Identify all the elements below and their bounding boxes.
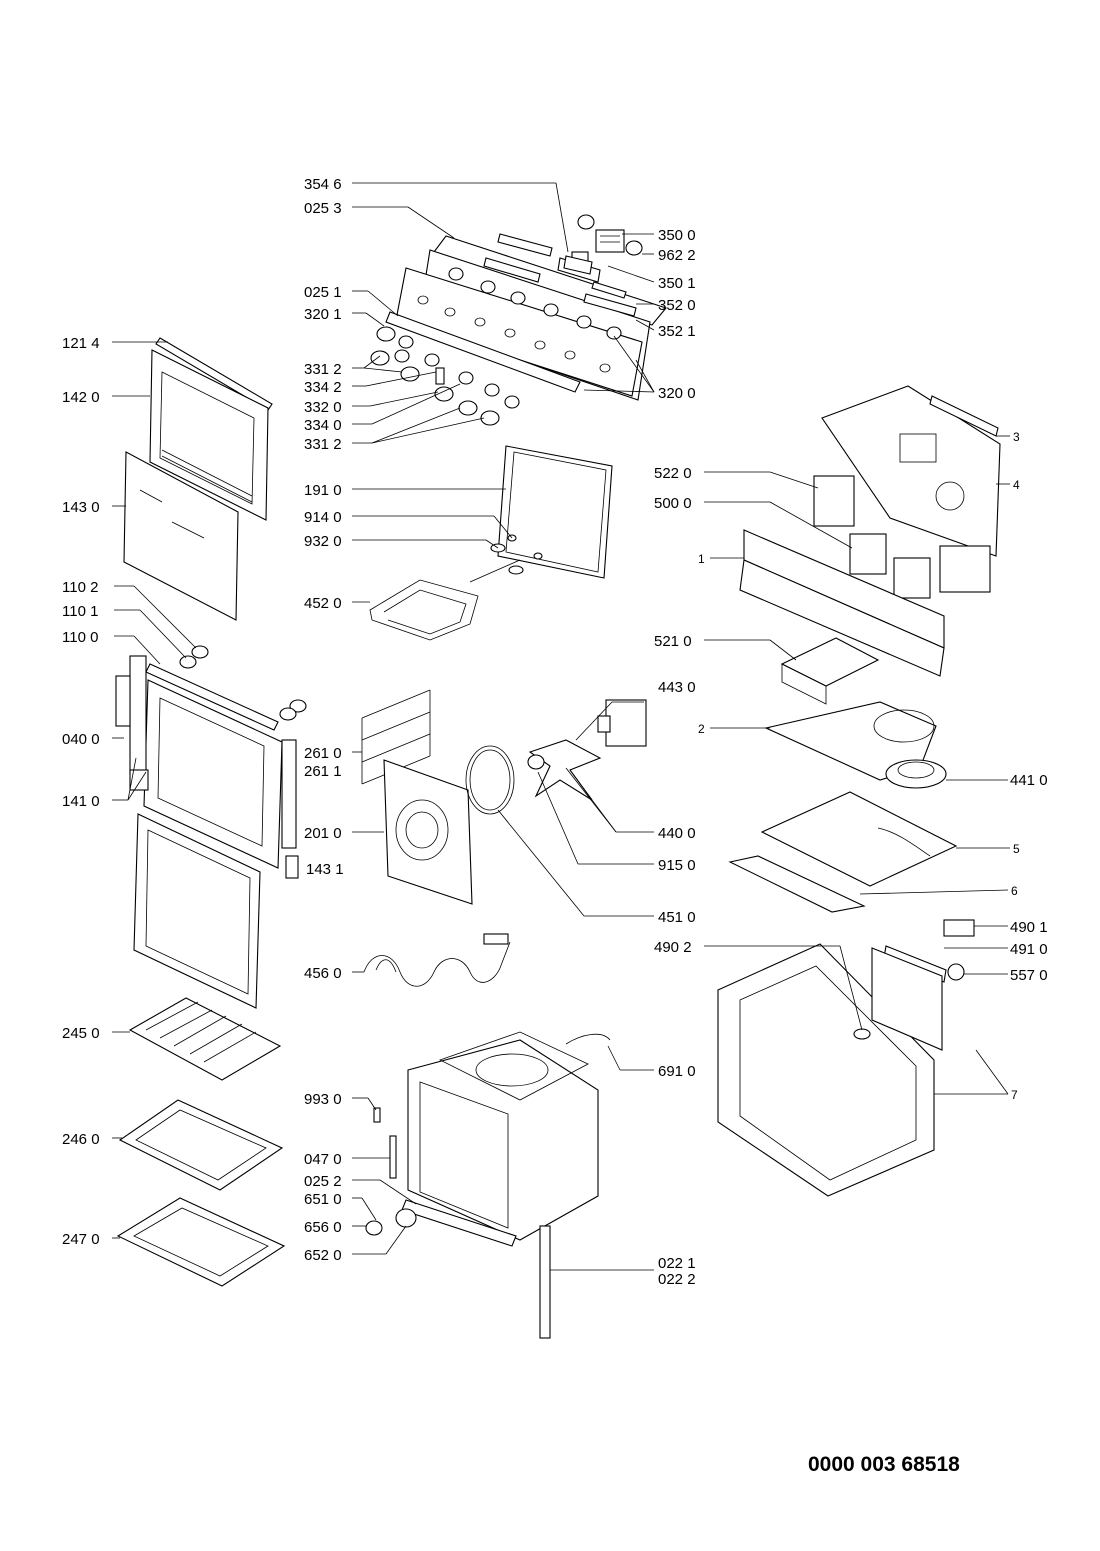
callout-025-1: 025 1	[304, 284, 342, 301]
callout-261-0: 261 0	[304, 745, 342, 762]
callout-443-0: 443 0	[658, 679, 696, 696]
callout-500-0: 500 0	[654, 495, 692, 512]
callout-7: 7	[1011, 1088, 1018, 1102]
callout-656-0: 656 0	[304, 1219, 342, 1236]
callout-557-0: 557 0	[1010, 967, 1048, 984]
callout-441-0: 441 0	[1010, 772, 1048, 789]
callout-121-4: 121 4	[62, 335, 100, 352]
callout-320-1: 320 1	[304, 306, 342, 323]
leader-lines	[112, 182, 1010, 1271]
callout-352-0: 352 0	[658, 297, 696, 314]
callout-993-0: 993 0	[304, 1091, 342, 1108]
callout-352-1: 352 1	[658, 323, 696, 340]
callout-914-0: 914 0	[304, 509, 342, 526]
callout-110-0: 110 0	[62, 629, 98, 646]
callout-025-3: 025 3	[304, 200, 342, 217]
callout-440-0: 440 0	[658, 825, 696, 842]
callout-4: 4	[1013, 478, 1020, 492]
callout-932-0: 932 0	[304, 533, 342, 550]
callout-451-0: 451 0	[658, 909, 696, 926]
baking-tray-246	[118, 1099, 284, 1191]
callout-110-1: 110 1	[62, 603, 98, 620]
callout-247-0: 247 0	[62, 1231, 100, 1248]
front-frame-1	[739, 529, 945, 677]
door-inner-panel	[133, 813, 261, 1009]
callout-491-0: 491 0	[1010, 941, 1048, 958]
door-glass-143	[123, 451, 239, 621]
door-inner-glass-142	[149, 349, 269, 521]
callout-490-2: 490 2	[654, 939, 692, 956]
callout-246-0: 246 0	[62, 1131, 100, 1148]
callout-025-2: 025 2	[304, 1173, 342, 1190]
callout-022-2: 022 2	[658, 1271, 696, 1288]
control-boards	[813, 475, 991, 599]
door-outer-141	[115, 655, 299, 879]
callout-6: 6	[1011, 884, 1018, 898]
callout-5: 5	[1013, 842, 1020, 856]
callout-141-0: 141 0	[62, 793, 100, 810]
callout-334-2: 334 2	[304, 379, 342, 396]
top-plate-2	[764, 701, 937, 781]
callout-334-0: 334 0	[304, 417, 342, 434]
callout-350-1: 350 1	[658, 275, 696, 292]
callout-201-0: 201 0	[304, 825, 342, 842]
callout-110-2: 110 2	[62, 579, 98, 596]
callout-331-2a: 331 2	[304, 361, 342, 378]
callout-1: 1	[698, 552, 705, 566]
callout-332-0: 332 0	[304, 399, 342, 416]
door-seal	[497, 445, 613, 579]
callout-456-0: 456 0	[304, 965, 342, 982]
insulation-plate-5	[760, 791, 958, 887]
control-panel-group	[370, 214, 667, 426]
callout-652-0: 652 0	[304, 1247, 342, 1264]
callout-331-2b: 331 2	[304, 436, 342, 453]
document-number: 0000 003 68518	[808, 1453, 960, 1476]
callout-522-0: 522 0	[654, 465, 692, 482]
wire-rack-245	[128, 997, 282, 1081]
baking-tray-247	[116, 1197, 286, 1287]
callout-143-1: 143 1	[306, 861, 344, 878]
power-module-521	[780, 637, 880, 705]
fan-blade	[527, 739, 602, 801]
callout-490-1: 490 1	[1010, 919, 1048, 936]
bottom-heating-element	[363, 933, 511, 987]
callout-142-0: 142 0	[62, 389, 100, 406]
callout-3: 3	[1013, 430, 1020, 444]
door-handle-bar	[145, 663, 279, 731]
callout-354-6: 354 6	[304, 176, 342, 193]
callout-022-1: 022 1	[658, 1255, 696, 1272]
callout-350-0: 350 0	[658, 227, 696, 244]
callout-040-0: 040 0	[62, 731, 100, 748]
callout-962-2: 962 2	[658, 247, 696, 264]
bottom-plate-6	[728, 855, 866, 913]
cooling-fan-441	[885, 759, 947, 789]
hinge-washers	[179, 645, 307, 721]
callout-452-0: 452 0	[304, 595, 342, 612]
callout-245-0: 245 0	[62, 1025, 100, 1042]
callout-2: 2	[698, 722, 705, 736]
callout-915-0: 915 0	[658, 857, 696, 874]
small-parts	[365, 1033, 611, 1339]
callout-191-0: 191 0	[304, 482, 342, 499]
circular-element	[465, 745, 515, 815]
fan-cover	[383, 759, 473, 905]
callout-labels: 354 6 025 3 350 0 962 2 350 1 025 1 352 …	[62, 176, 1048, 1288]
oven-cavity	[407, 1031, 599, 1241]
callout-261-1: 261 1	[304, 763, 342, 780]
callout-047-0: 047 0	[304, 1151, 342, 1168]
callout-691-0: 691 0	[658, 1063, 696, 1080]
top-cover-assembly	[821, 385, 1001, 557]
callout-651-0: 651 0	[304, 1191, 342, 1208]
callout-143-0: 143 0	[62, 499, 100, 516]
callout-521-0: 521 0	[654, 633, 692, 650]
outer-casing-7	[717, 943, 943, 1197]
callout-320-0: 320 0	[658, 385, 696, 402]
fan-motor	[597, 699, 647, 747]
